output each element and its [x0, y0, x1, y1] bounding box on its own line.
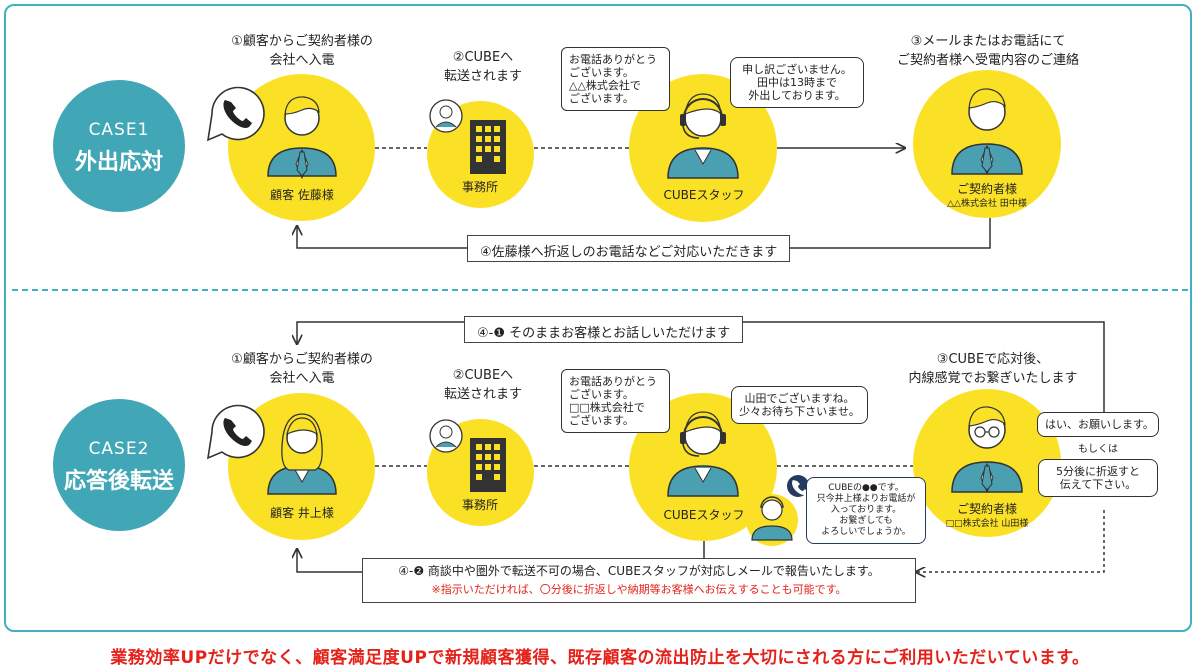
case1-step4-box: ④佐藤様へ折返しのお電話などご対応いただきます	[467, 235, 791, 262]
case2-step2-line2: 転送されます	[443, 387, 522, 402]
bubble-line: ございます。	[569, 388, 634, 401]
case2-step4-2-text: ④-❷ 商談中や圏外で転送不可の場合、CUBEスタッフが対応しメールで報告いたし…	[398, 564, 880, 578]
case2-staff-bubble2: 山田でございますね。 少々お待ち下さいませ。	[731, 386, 868, 424]
bubble-line: お繋ぎしても	[839, 516, 893, 526]
case2-step3-text: ③CUBEで応対後、 内線感覚でお繋ぎいたします	[888, 350, 1098, 388]
case1-badge-jp: 外出応対	[74, 150, 163, 175]
case2-contractor-sub: □□株式会社 山田様	[945, 519, 1029, 529]
case1-staff-bubble: お電話ありがとう ございます。 △△株式会社で ございます。	[561, 47, 670, 111]
case1-step1-text: ①顧客からご契約者様の 会社へ入電	[212, 32, 392, 70]
case1-office-label: 事務所	[461, 180, 498, 194]
case2-or-text: もしくは	[1078, 444, 1118, 455]
contractor-man-icon	[951, 406, 1023, 494]
case1-staff-label: CUBEスタッフ	[663, 188, 745, 202]
bubble-line: 田中は13時まで	[757, 76, 837, 89]
case1-step2-line1: ②CUBEへ	[452, 50, 514, 65]
case2-reply-yes-bubble: はい、お願いします。	[1037, 412, 1159, 437]
case1-step3-line2: ご契約者様へ受電内容のご連絡	[896, 53, 1079, 68]
case2-badge: CASE2 応答後転送	[53, 399, 185, 531]
phone-icon	[787, 475, 809, 497]
bubble-line: ございます。	[569, 414, 634, 427]
bubble-line: 外出しております。	[748, 89, 846, 102]
bubble-line: 申し訳ございません。	[742, 63, 852, 76]
bubble-line: 5分後に折返すと	[1056, 465, 1140, 478]
case2-reply-callback-bubble: 5分後に折返すと 伝えて下さい。	[1038, 459, 1158, 497]
case2-badge-en: CASE2	[88, 439, 150, 459]
case2-step2-text: ②CUBEへ 転送されます	[428, 366, 538, 404]
phone-icon	[206, 86, 265, 142]
case2-staff-bubble: お電話ありがとう ございます。 □□株式会社で ございます。	[561, 369, 670, 433]
customer-woman-icon	[267, 413, 337, 495]
case2-staff-label: CUBEスタッフ	[663, 508, 745, 522]
bubble-line: ございます。	[569, 66, 634, 79]
case2-small-staff-bubble: CUBEの●●です。 只今井上様よりお電話が 入っております。 お繋ぎしても よ…	[806, 477, 926, 544]
cube-staff-icon	[667, 411, 739, 497]
bubble-line: はい、お願いします。	[1045, 418, 1154, 431]
case2-step3-line2: 内線感覚でお繋ぎいたします	[908, 371, 1078, 386]
diagram-frame	[4, 4, 1192, 632]
bubble-line: 少々お待ち下さいませ。	[739, 405, 860, 418]
office-building-icon	[429, 99, 506, 174]
case1-step3-line1: ③メールまたはお電話にて	[910, 34, 1066, 49]
case2-office-label: 事務所	[461, 498, 498, 512]
case1-customer-label: 顧客 佐藤様	[270, 188, 334, 202]
case1-step3-text: ③メールまたはお電話にて ご契約者様へ受電内容のご連絡	[878, 32, 1098, 70]
case1-staff-bubble2: 申し訳ございません。 田中は13時まで 外出しております。	[730, 57, 864, 108]
case2-step1-text: ①顧客からご契約者様の 会社へ入電	[212, 350, 392, 388]
case1-step1-line2: 会社へ入電	[269, 53, 335, 68]
bubble-line: 入っております。	[830, 505, 902, 515]
case1-step1-line1: ①顧客からご契約者様の	[231, 34, 373, 49]
case1-badge-en: CASE1	[88, 120, 150, 140]
case-divider	[12, 289, 1188, 291]
bubble-line: △△株式会社で	[569, 79, 641, 92]
case2-step3-line1: ③CUBEで応対後、	[936, 352, 1050, 367]
phone-icon	[206, 404, 265, 460]
bubble-line: 山田でございますね。	[744, 392, 855, 405]
case2-step1-line2: 会社へ入電	[269, 371, 335, 386]
footer-tagline: 業務効率UPだけでなく、顧客満足度UPで新規顧客獲得、既存顧客の流出防止を大切に…	[110, 648, 1090, 668]
case1-badge: CASE1 外出応対	[53, 80, 185, 212]
bubble-line: □□株式会社で	[569, 401, 645, 414]
case1-contractor-sub: △△株式会社 田中様	[947, 199, 1027, 209]
bubble-line: よろしいでしょうか。	[821, 527, 911, 537]
case2-step4-2-note: ※指示いただければ、〇分後に折返しや納期等お客様へお伝えすることも可能です。	[431, 583, 847, 596]
office-building-icon	[429, 419, 506, 492]
case2-step4-1-box: ④-❶ そのままお客様とお話しいただけます	[464, 316, 744, 343]
case2-customer-label: 顧客 井上様	[270, 506, 334, 520]
bubble-line: 只今井上様よりお電話が	[816, 494, 916, 504]
bubble-line: ございます。	[569, 92, 634, 105]
cube-staff-icon	[667, 93, 739, 179]
customer-man-icon	[267, 96, 337, 180]
case1-step2-line2: 転送されます	[443, 69, 522, 84]
case2-contractor-label: ご契約者様	[956, 502, 1017, 516]
bubble-line: お電話ありがとう	[569, 53, 657, 66]
bubble-line: 伝えて下さい。	[1059, 478, 1137, 491]
case1-contractor-label: ご契約者様	[956, 182, 1017, 196]
case2-step2-line1: ②CUBEへ	[452, 368, 514, 383]
small-cube-staff-icon	[746, 494, 798, 546]
contractor-man-icon	[951, 88, 1023, 176]
bubble-line: お電話ありがとう	[569, 375, 657, 388]
case1-step2-text: ②CUBEへ 転送されます	[428, 48, 538, 86]
case2-step1-line1: ①顧客からご契約者様の	[231, 352, 373, 367]
case2-badge-jp: 応答後転送	[63, 469, 174, 494]
case2-step4-2-box: ④-❷ 商談中や圏外で転送不可の場合、CUBEスタッフが対応しメールで報告いたし…	[362, 558, 916, 603]
bubble-line: CUBEの●●です。	[828, 483, 904, 493]
